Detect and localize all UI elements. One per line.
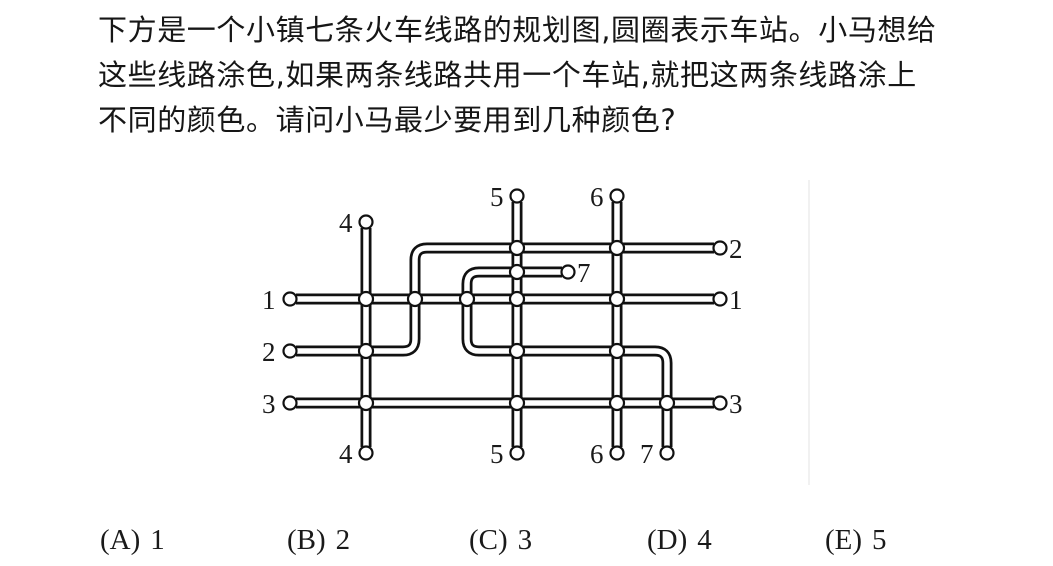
station-terminal-bottom-4: [358, 445, 374, 461]
station-1-7: [458, 290, 476, 308]
station-2-4: [357, 342, 375, 360]
label-left-2: 2: [262, 337, 276, 367]
label-left-1: 1: [262, 285, 276, 315]
station-terminal-bottom-5: [509, 445, 525, 461]
station-terminal-bottom-6: [609, 445, 625, 461]
station-terminal-top-5: [509, 188, 525, 204]
station-1-5: [508, 290, 526, 308]
station-1-2: [406, 290, 424, 308]
label-top-6: 6: [590, 182, 604, 212]
option-b-letter: (B): [287, 524, 326, 556]
label-top-5: 5: [490, 182, 504, 212]
question-text: 下方是一个小镇七条火车线路的规划图,圆圈表示车站。小马想给 这些线路涂色,如果两…: [98, 8, 1018, 143]
station-terminal-left-3: [282, 395, 298, 411]
station-terminal-left-2: [282, 343, 298, 359]
option-e-value: 5: [872, 524, 887, 556]
option-d-value: 4: [697, 524, 712, 556]
station-terminal-right-2: [712, 240, 728, 256]
station-terminal-left-1: [282, 291, 298, 307]
question-line-1: 下方是一个小镇七条火车线路的规划图,圆圈表示车站。小马想给: [98, 13, 937, 47]
label-bottom-4: 4: [339, 439, 353, 469]
option-b-value: 2: [335, 524, 351, 556]
label-bottom-5: 5: [490, 439, 504, 469]
option-c-letter: (C): [469, 524, 508, 556]
label-right-2: 2: [729, 234, 743, 264]
station-3-4: [357, 394, 375, 412]
station-2-5: [508, 239, 526, 257]
label-right-7: 7: [577, 258, 591, 288]
option-d[interactable]: (D) 4: [647, 524, 712, 557]
label-bottom-7: 7: [640, 439, 654, 469]
station-7-6: [608, 342, 626, 360]
divider: [808, 180, 810, 485]
station-terminal-right-3: [712, 395, 728, 411]
station-3-6: [608, 394, 626, 412]
station-terminal-right-1: [712, 291, 728, 307]
station-terminal-top-6: [609, 188, 625, 204]
label-right-3: 3: [729, 389, 743, 419]
label-right-1: 1: [729, 285, 743, 315]
option-c[interactable]: (C) 3: [469, 524, 532, 557]
station-terminal-bottom-7: [659, 445, 675, 461]
option-e[interactable]: (E) 5: [825, 524, 887, 557]
option-b[interactable]: (B) 2: [287, 524, 350, 557]
option-a[interactable]: (A) 1: [100, 524, 165, 557]
station-terminal-right-7: [560, 264, 576, 280]
answer-options: (A) 1 (B) 2 (C) 3 (D) 4 (E) 5: [0, 520, 1053, 566]
station-2-6: [608, 239, 626, 257]
option-d-letter: (D): [647, 524, 688, 556]
station-7-5-top: [508, 263, 526, 281]
station-1-6: [608, 290, 626, 308]
station-3-7: [658, 394, 676, 412]
station-3-5: [508, 394, 526, 412]
question-line-3: 不同的颜色。请问小马最少要用到几种颜色?: [98, 103, 677, 137]
question-line-2: 这些线路涂色,如果两条线路共用一个车站,就把这两条线路涂上: [98, 58, 917, 92]
option-c-value: 3: [517, 524, 533, 556]
station-terminal-top-4: [358, 214, 374, 230]
option-a-letter: (A): [100, 524, 141, 556]
station-7-5: [508, 342, 526, 360]
label-bottom-6: 6: [590, 439, 604, 469]
option-a-value: 1: [150, 524, 165, 556]
option-e-letter: (E): [825, 524, 863, 556]
label-left-3: 3: [262, 389, 276, 419]
label-top-4: 4: [339, 208, 353, 238]
station-1-4: [357, 290, 375, 308]
